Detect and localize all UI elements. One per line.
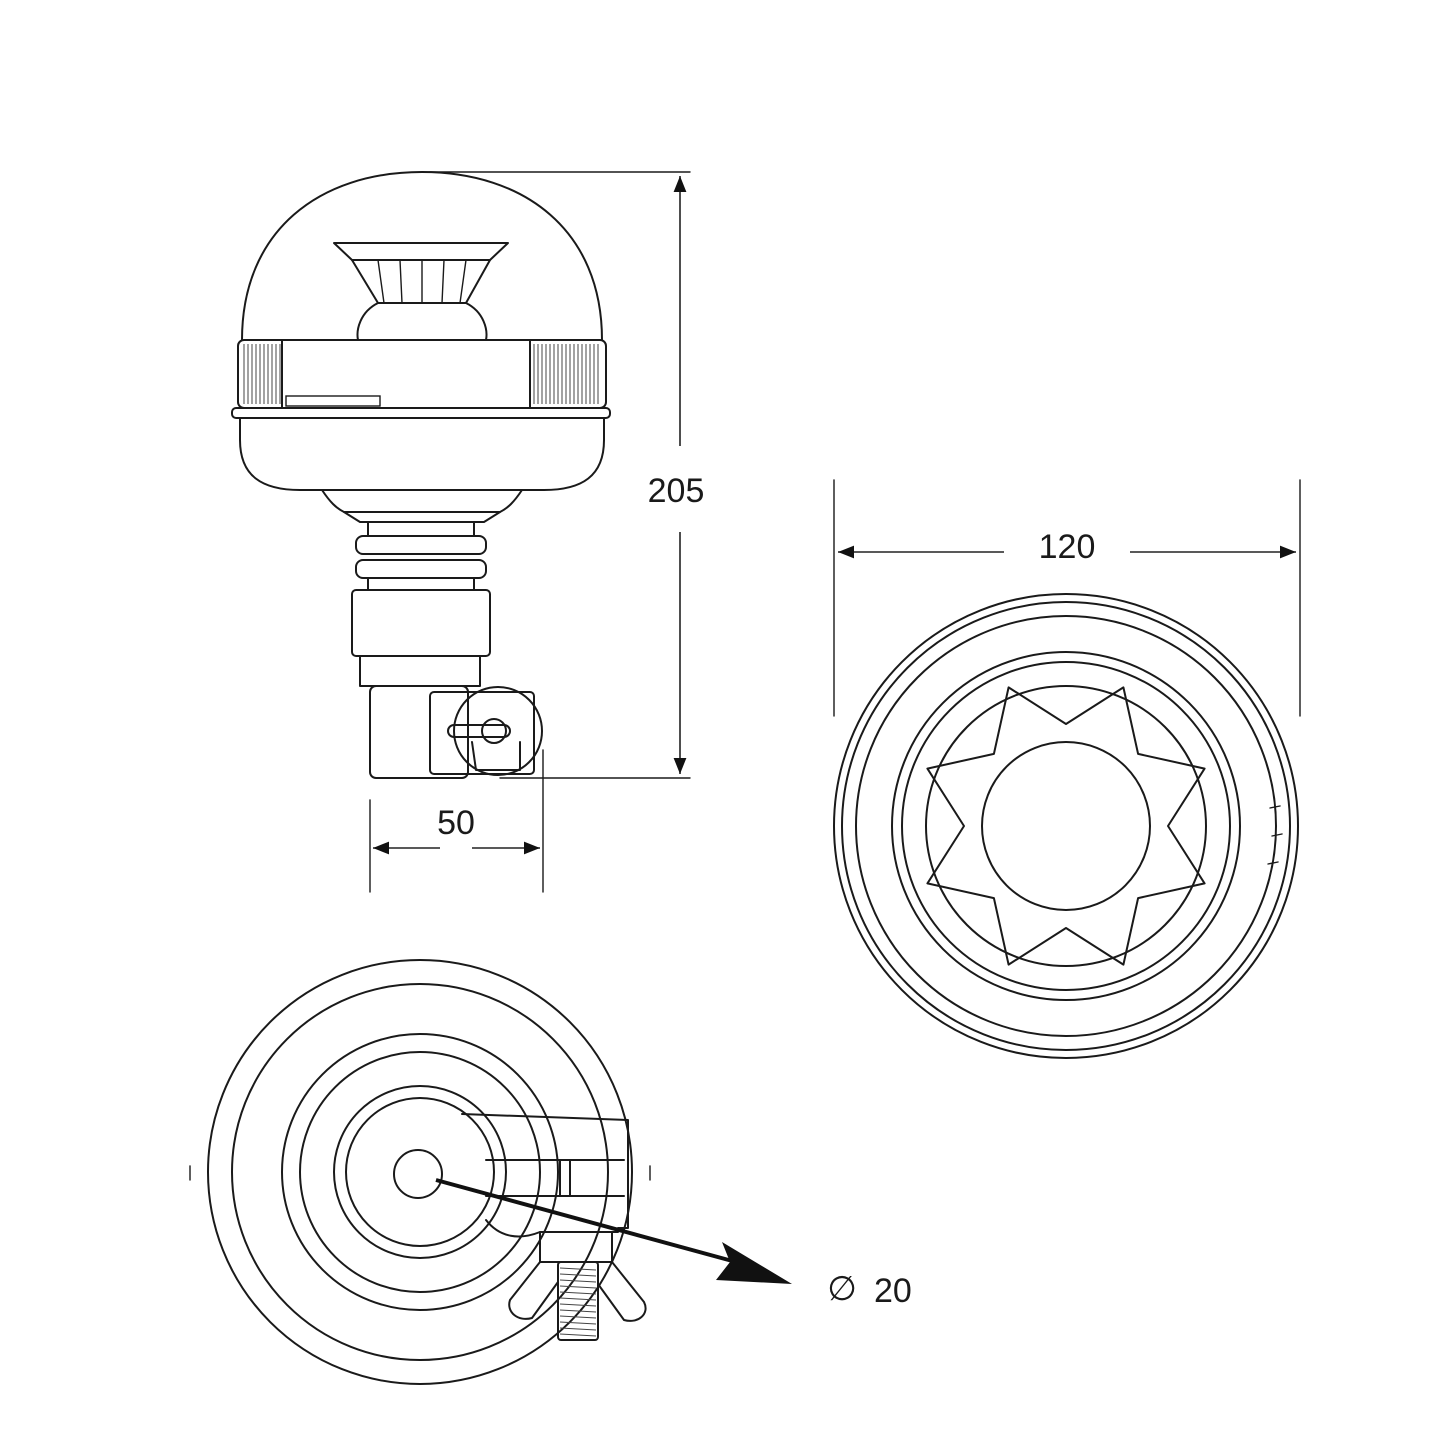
reflector-star (926, 686, 1206, 966)
height-dimension-label: 205 (648, 472, 705, 510)
clamp-arm (461, 1113, 629, 1238)
bore-diameter-label: 20 (874, 1272, 912, 1310)
top-view (833, 593, 1299, 1059)
beacon-base (239, 417, 605, 491)
diameter-symbol: ∅ (827, 1270, 857, 1308)
side-view (231, 171, 611, 779)
beacon-neck (321, 489, 523, 513)
bore-hole (393, 1149, 443, 1199)
led-reflector (333, 242, 509, 341)
beacon-collar (231, 339, 611, 419)
mount-width-dimension: 50 (369, 749, 544, 893)
height-dimension: 205 (429, 171, 705, 779)
callout-arrowhead (716, 1242, 792, 1284)
mount-width-label: 50 (437, 804, 475, 842)
diameter-dimension-label: 120 (1039, 528, 1096, 566)
bottom-view (189, 959, 651, 1385)
diameter-dimension: 120 (833, 479, 1301, 717)
mount-bracket (369, 685, 543, 779)
bore-callout: ∅ 20 (435, 1178, 912, 1310)
wing-nut (508, 1231, 647, 1341)
beacon-dome (241, 171, 603, 341)
flex-spigot (351, 521, 491, 687)
